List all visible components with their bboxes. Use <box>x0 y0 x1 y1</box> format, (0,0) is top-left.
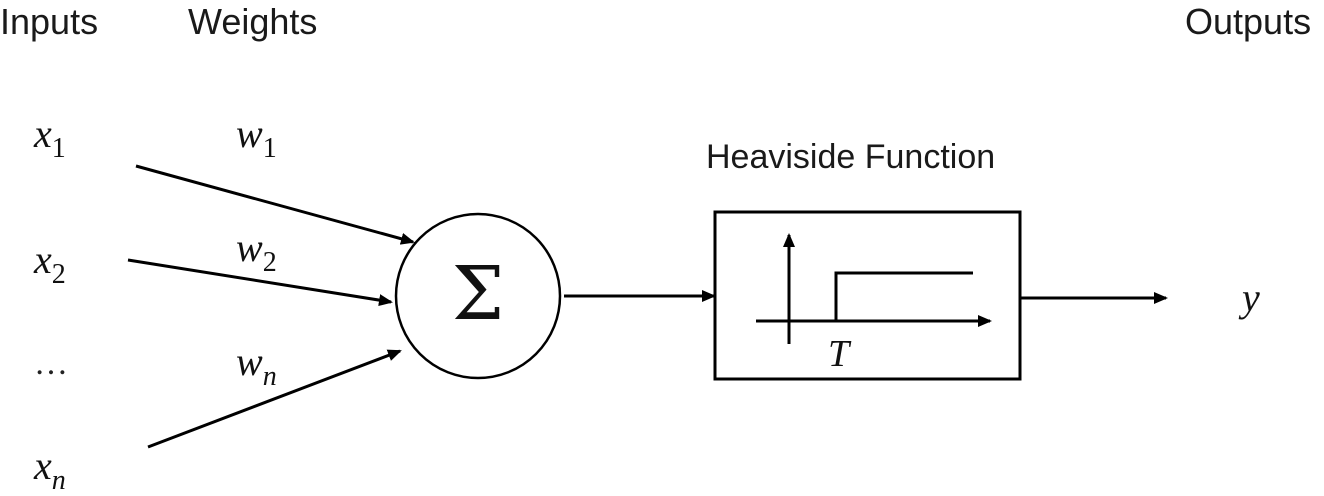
weights-header: Weights <box>188 1 318 42</box>
output-label-y: y <box>1242 275 1260 320</box>
heaviside-title: Heaviside Function <box>706 138 996 176</box>
input-arrow-xn <box>147 349 402 449</box>
step-curve <box>834 271 973 321</box>
weight-label-w2: w2 <box>236 225 277 278</box>
weight-label-wn: wn <box>236 339 277 392</box>
input-label-x1: x1 <box>34 111 66 164</box>
input-label-xn: xn <box>34 443 66 496</box>
weight-label-w1: w1 <box>236 111 277 164</box>
summation-node <box>394 212 562 380</box>
outputs-header: Outputs <box>1185 1 1312 42</box>
sigma-symbol: Σ <box>451 251 505 337</box>
heaviside-box <box>713 210 1022 381</box>
threshold-label: T <box>828 333 850 375</box>
input-label-x2: x2 <box>34 237 66 290</box>
input-arrow-x1 <box>135 164 415 245</box>
inputs-header: Inputs <box>0 1 99 42</box>
input-arrow-x2 <box>127 258 393 307</box>
input-ellipsis: … <box>34 345 68 382</box>
